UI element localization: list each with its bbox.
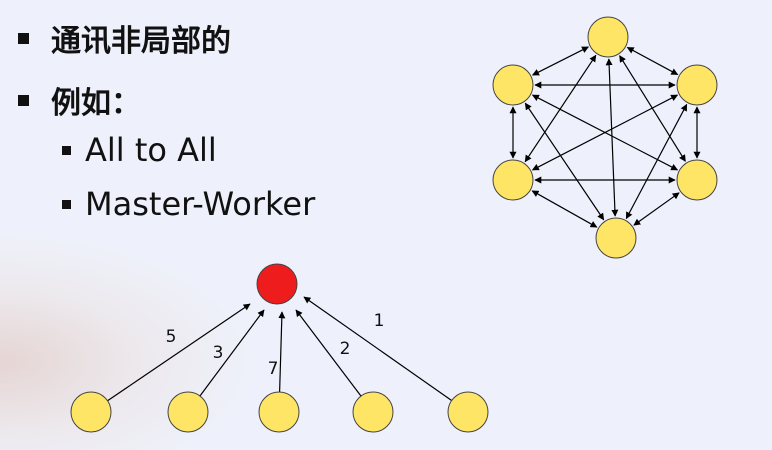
bullet-square-icon <box>18 32 29 44</box>
worker-to-master-edge <box>107 303 251 402</box>
worker-node <box>167 391 209 433</box>
bidirectional-edge <box>626 46 679 76</box>
worker-to-master-edge <box>199 309 265 397</box>
worker-node <box>352 391 394 433</box>
worker-node <box>70 391 112 433</box>
bullet-text: 例如： <box>51 86 141 121</box>
sub-bullet-text: Master-Worker <box>85 185 316 223</box>
sub-bullet-square-icon <box>62 145 71 155</box>
edge-label: 1 <box>374 311 385 331</box>
bidirectional-edge <box>532 46 589 76</box>
bullet-item-nonlocal: 通讯非局部的 <box>18 16 231 60</box>
edge-label: 3 <box>213 343 224 363</box>
sub-bullet-square-icon <box>62 199 71 209</box>
bidirectional-edge <box>625 103 688 220</box>
worker-to-master-edge <box>303 296 452 402</box>
bidirectional-edge <box>524 102 605 221</box>
worker-to-master-edge <box>278 311 286 393</box>
background-decoration <box>0 230 260 450</box>
worker-node <box>258 391 300 433</box>
bidirectional-edge <box>524 54 597 163</box>
sub-bullet-all-to-all: All to All <box>62 131 217 169</box>
master-node <box>256 263 298 305</box>
bullet-text: 通讯非局部的 <box>51 24 231 59</box>
bullet-square-icon <box>18 94 29 106</box>
bullet-list: 通讯非局部的 例如： All to All Master-Worker <box>0 0 480 240</box>
process-node <box>676 64 718 106</box>
edge-label: 7 <box>268 359 279 379</box>
worker-node <box>447 391 489 433</box>
sub-bullet-text: All to All <box>85 131 217 169</box>
process-node <box>595 217 637 259</box>
process-node <box>676 159 718 201</box>
process-node <box>587 16 629 58</box>
bidirectional-edge <box>531 190 598 228</box>
bidirectional-edge <box>633 192 680 226</box>
master-worker-graph: 5 3 7 2 1 <box>70 263 489 433</box>
edge-label: 2 <box>340 339 351 359</box>
bullet-item-example: 例如： <box>18 78 141 122</box>
sub-bullet-master-worker: Master-Worker <box>62 185 315 223</box>
all-to-all-graph <box>492 16 718 259</box>
worker-to-master-edge <box>295 309 362 397</box>
process-node <box>492 64 534 106</box>
process-node <box>492 159 534 201</box>
edge-label: 5 <box>166 327 177 347</box>
